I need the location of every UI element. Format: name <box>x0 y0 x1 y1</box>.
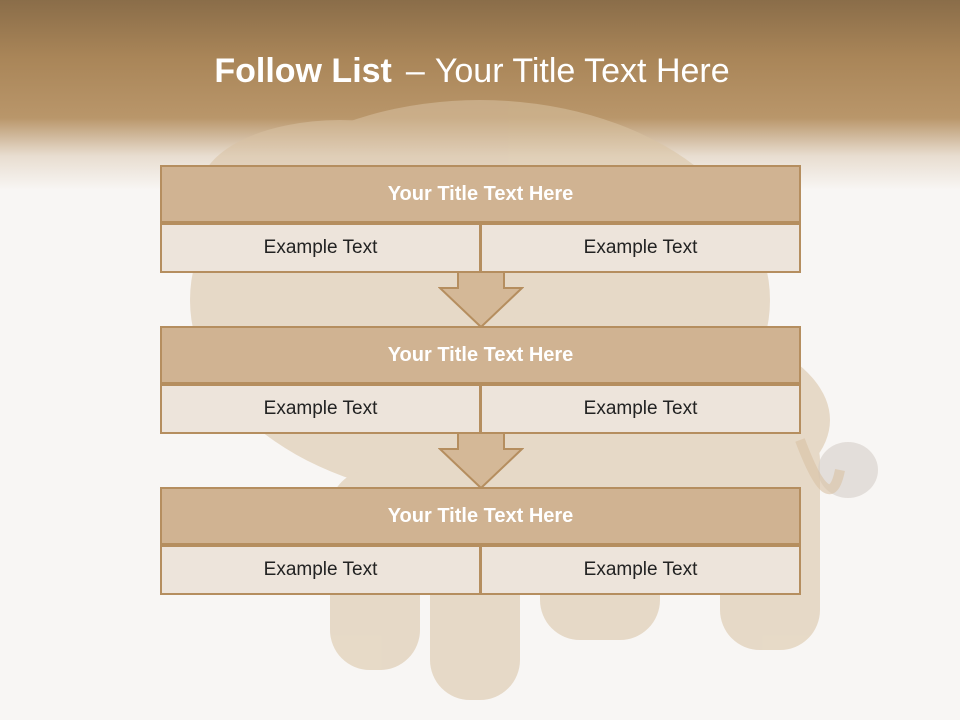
down-arrow-icon <box>438 432 524 489</box>
block-heading: Your Title Text Here <box>160 487 801 545</box>
list-block-3: Your Title Text Here Example Text Exampl… <box>160 487 801 595</box>
list-block-2: Your Title Text Here Example Text Exampl… <box>160 326 801 434</box>
title-separator: – <box>405 52 425 90</box>
title-text: Your Title Text Here <box>434 52 730 90</box>
block-heading: Your Title Text Here <box>160 165 801 223</box>
down-arrow-icon <box>438 271 524 328</box>
title-bold-part: Follow List <box>214 52 392 90</box>
slide-title: Follow List–Your Title Text Here <box>0 52 944 91</box>
block-cell-left: Example Text <box>160 384 481 434</box>
block-heading: Your Title Text Here <box>160 326 801 384</box>
block-cell-left: Example Text <box>160 545 481 595</box>
block-cell-right: Example Text <box>480 384 801 434</box>
block-cell-right: Example Text <box>480 545 801 595</box>
block-cell-right: Example Text <box>480 223 801 273</box>
list-block-1: Your Title Text Here Example Text Exampl… <box>160 165 801 273</box>
block-cell-left: Example Text <box>160 223 481 273</box>
